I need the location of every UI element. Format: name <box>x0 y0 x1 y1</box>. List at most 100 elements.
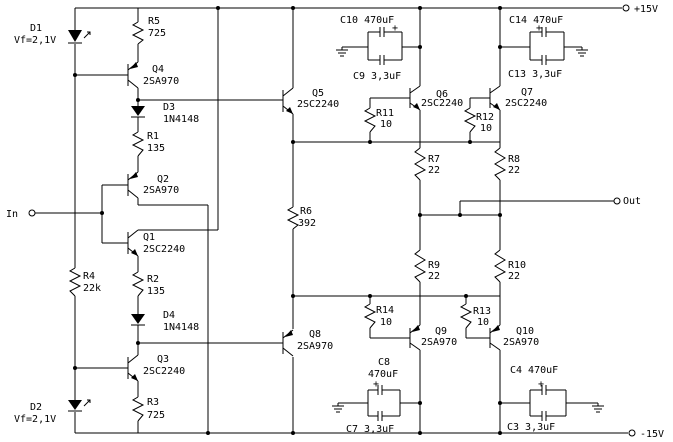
capacitor-pair-c7-c8: + C8 470uF C7 3,3uF <box>332 357 422 435</box>
q4-ref: Q4 <box>152 64 164 75</box>
r8-value: 22 <box>508 165 520 176</box>
r6-value: 392 <box>298 218 316 229</box>
q1-value: 2SC2240 <box>143 244 185 255</box>
negative-rail-label: -15V <box>640 429 664 440</box>
resistor-r9: R9 22 <box>414 249 440 283</box>
c7-label: C7 3,3uF <box>346 424 394 435</box>
r2-ref: R2 <box>147 274 159 285</box>
d1-ref: D1 <box>30 23 42 34</box>
capacitor-pair-c3-c4: + C4 470uF C3 3,3uF <box>498 365 604 433</box>
transistor-q5: Q5 2SC2240 <box>280 87 339 115</box>
output-terminal[interactable] <box>613 197 621 205</box>
output-label: Out <box>623 196 641 207</box>
diode-d3: D3 1N4148 <box>131 99 280 125</box>
positive-rail-label: +15V <box>634 4 658 15</box>
transistor-q3: Q3 2SC2240 <box>127 354 185 382</box>
capacitor-pair-c13-c14: + C14 470uF C13 3,3uF <box>498 15 588 80</box>
positive-rail: +15V <box>75 4 658 15</box>
input-column-wires <box>75 6 220 435</box>
resistor-r12: R12 10 <box>463 107 494 134</box>
resistor-r6: R6 392 <box>286 206 316 230</box>
transistor-q1: Q1 2SC2240 <box>127 229 185 257</box>
r6-ref: R6 <box>300 206 312 217</box>
r11-value: 10 <box>380 119 392 130</box>
resistor-r3: R3 725 <box>131 396 165 422</box>
q6-value: 2SC2240 <box>421 98 463 109</box>
r5-ref: R5 <box>148 16 160 27</box>
input-terminal[interactable] <box>28 209 36 217</box>
resistor-r14: R14 10 <box>363 303 394 329</box>
transistor-q6: Q6 2SC2240 <box>406 85 463 111</box>
c9-label: C9 3,3uF <box>353 71 401 82</box>
r3-value: 725 <box>147 410 165 421</box>
q3-ref: Q3 <box>157 354 169 365</box>
resistor-r10: R10 22 <box>494 249 526 283</box>
q10-value: 2SA970 <box>503 337 539 348</box>
resistor-r2: R2 135 <box>131 271 165 297</box>
c13-label: C13 3,3uF <box>508 69 562 80</box>
r14-value: 10 <box>380 317 392 328</box>
d4-value: 1N4148 <box>163 322 199 333</box>
d1-value: Vf=2,1V <box>14 35 56 46</box>
input-port: In <box>6 184 128 244</box>
r4-ref: R4 <box>83 271 95 282</box>
q5-value: 2SC2240 <box>297 99 339 110</box>
transistor-q7: Q7 2SC2240 <box>486 85 547 111</box>
resistor-r11: R11 10 <box>363 107 394 133</box>
positive-rail-terminal[interactable] <box>622 4 630 12</box>
q3-value: 2SC2240 <box>143 366 185 377</box>
r3-ref: R3 <box>147 397 159 408</box>
transistor-q2: Q2 2SA970 <box>127 171 179 199</box>
resistor-r4: R4 22k <box>68 267 101 297</box>
d3-value: 1N4148 <box>163 114 199 125</box>
c3-label: C3 3,3uF <box>507 422 555 433</box>
r12-ref: R12 <box>476 112 494 123</box>
negative-rail: -15V <box>75 429 664 440</box>
q9-ref: Q9 <box>435 326 447 337</box>
d4-ref: D4 <box>163 310 175 321</box>
q5-ref: Q5 <box>312 88 324 99</box>
q1-ref: Q1 <box>143 232 155 243</box>
diode-d1: D1 Vf=2,1V <box>14 23 91 46</box>
r9-value: 22 <box>428 271 440 282</box>
d2-ref: D2 <box>30 402 42 413</box>
r8-ref: R8 <box>508 154 520 165</box>
r10-value: 22 <box>508 271 520 282</box>
c10-label: C10 470uF <box>340 15 394 26</box>
d2-value: Vf=2,1V <box>14 414 56 425</box>
r1-value: 135 <box>147 143 165 154</box>
r1-ref: R1 <box>147 131 159 142</box>
resistor-r13: R13 10 <box>459 303 491 329</box>
output-right-wires: Out <box>458 6 641 435</box>
q4-value: 2SA970 <box>143 76 179 87</box>
q2-value: 2SA970 <box>143 185 179 196</box>
c4-polarity: + <box>538 379 544 390</box>
left-bias-string <box>73 8 77 433</box>
resistor-r7: R7 22 <box>414 147 440 181</box>
transistor-q8: Q8 2SA970 <box>280 329 333 357</box>
r10-ref: R10 <box>508 260 526 271</box>
resistor-r1: R1 135 <box>131 131 165 157</box>
r7-value: 22 <box>428 165 440 176</box>
q10-ref: Q10 <box>516 326 534 337</box>
c8-value: 470uF <box>368 369 398 380</box>
transistor-q4: Q4 2SA970 <box>127 61 179 89</box>
q7-ref: Q7 <box>521 87 533 98</box>
q9-value: 2SA970 <box>421 337 457 348</box>
r13-ref: R13 <box>473 306 491 317</box>
r5-value: 725 <box>148 28 166 39</box>
diode-d2: D2 Vf=2,1V <box>14 399 91 425</box>
r11-ref: R11 <box>376 108 394 119</box>
q2-ref: Q2 <box>157 174 169 185</box>
r13-value: 10 <box>477 317 489 328</box>
r14-ref: R14 <box>376 305 394 316</box>
q6-ref: Q6 <box>436 89 448 100</box>
c8-polarity: + <box>373 379 379 390</box>
c8-ref: C8 <box>378 357 390 368</box>
c14-label: C14 470uF <box>509 15 563 26</box>
r12-value: 10 <box>480 123 492 134</box>
capacitor-pair-c9-c10: + C10 470uF C9 3,3uF <box>336 15 422 82</box>
r4-value: 22k <box>83 283 101 294</box>
negative-rail-terminal[interactable] <box>628 429 636 437</box>
